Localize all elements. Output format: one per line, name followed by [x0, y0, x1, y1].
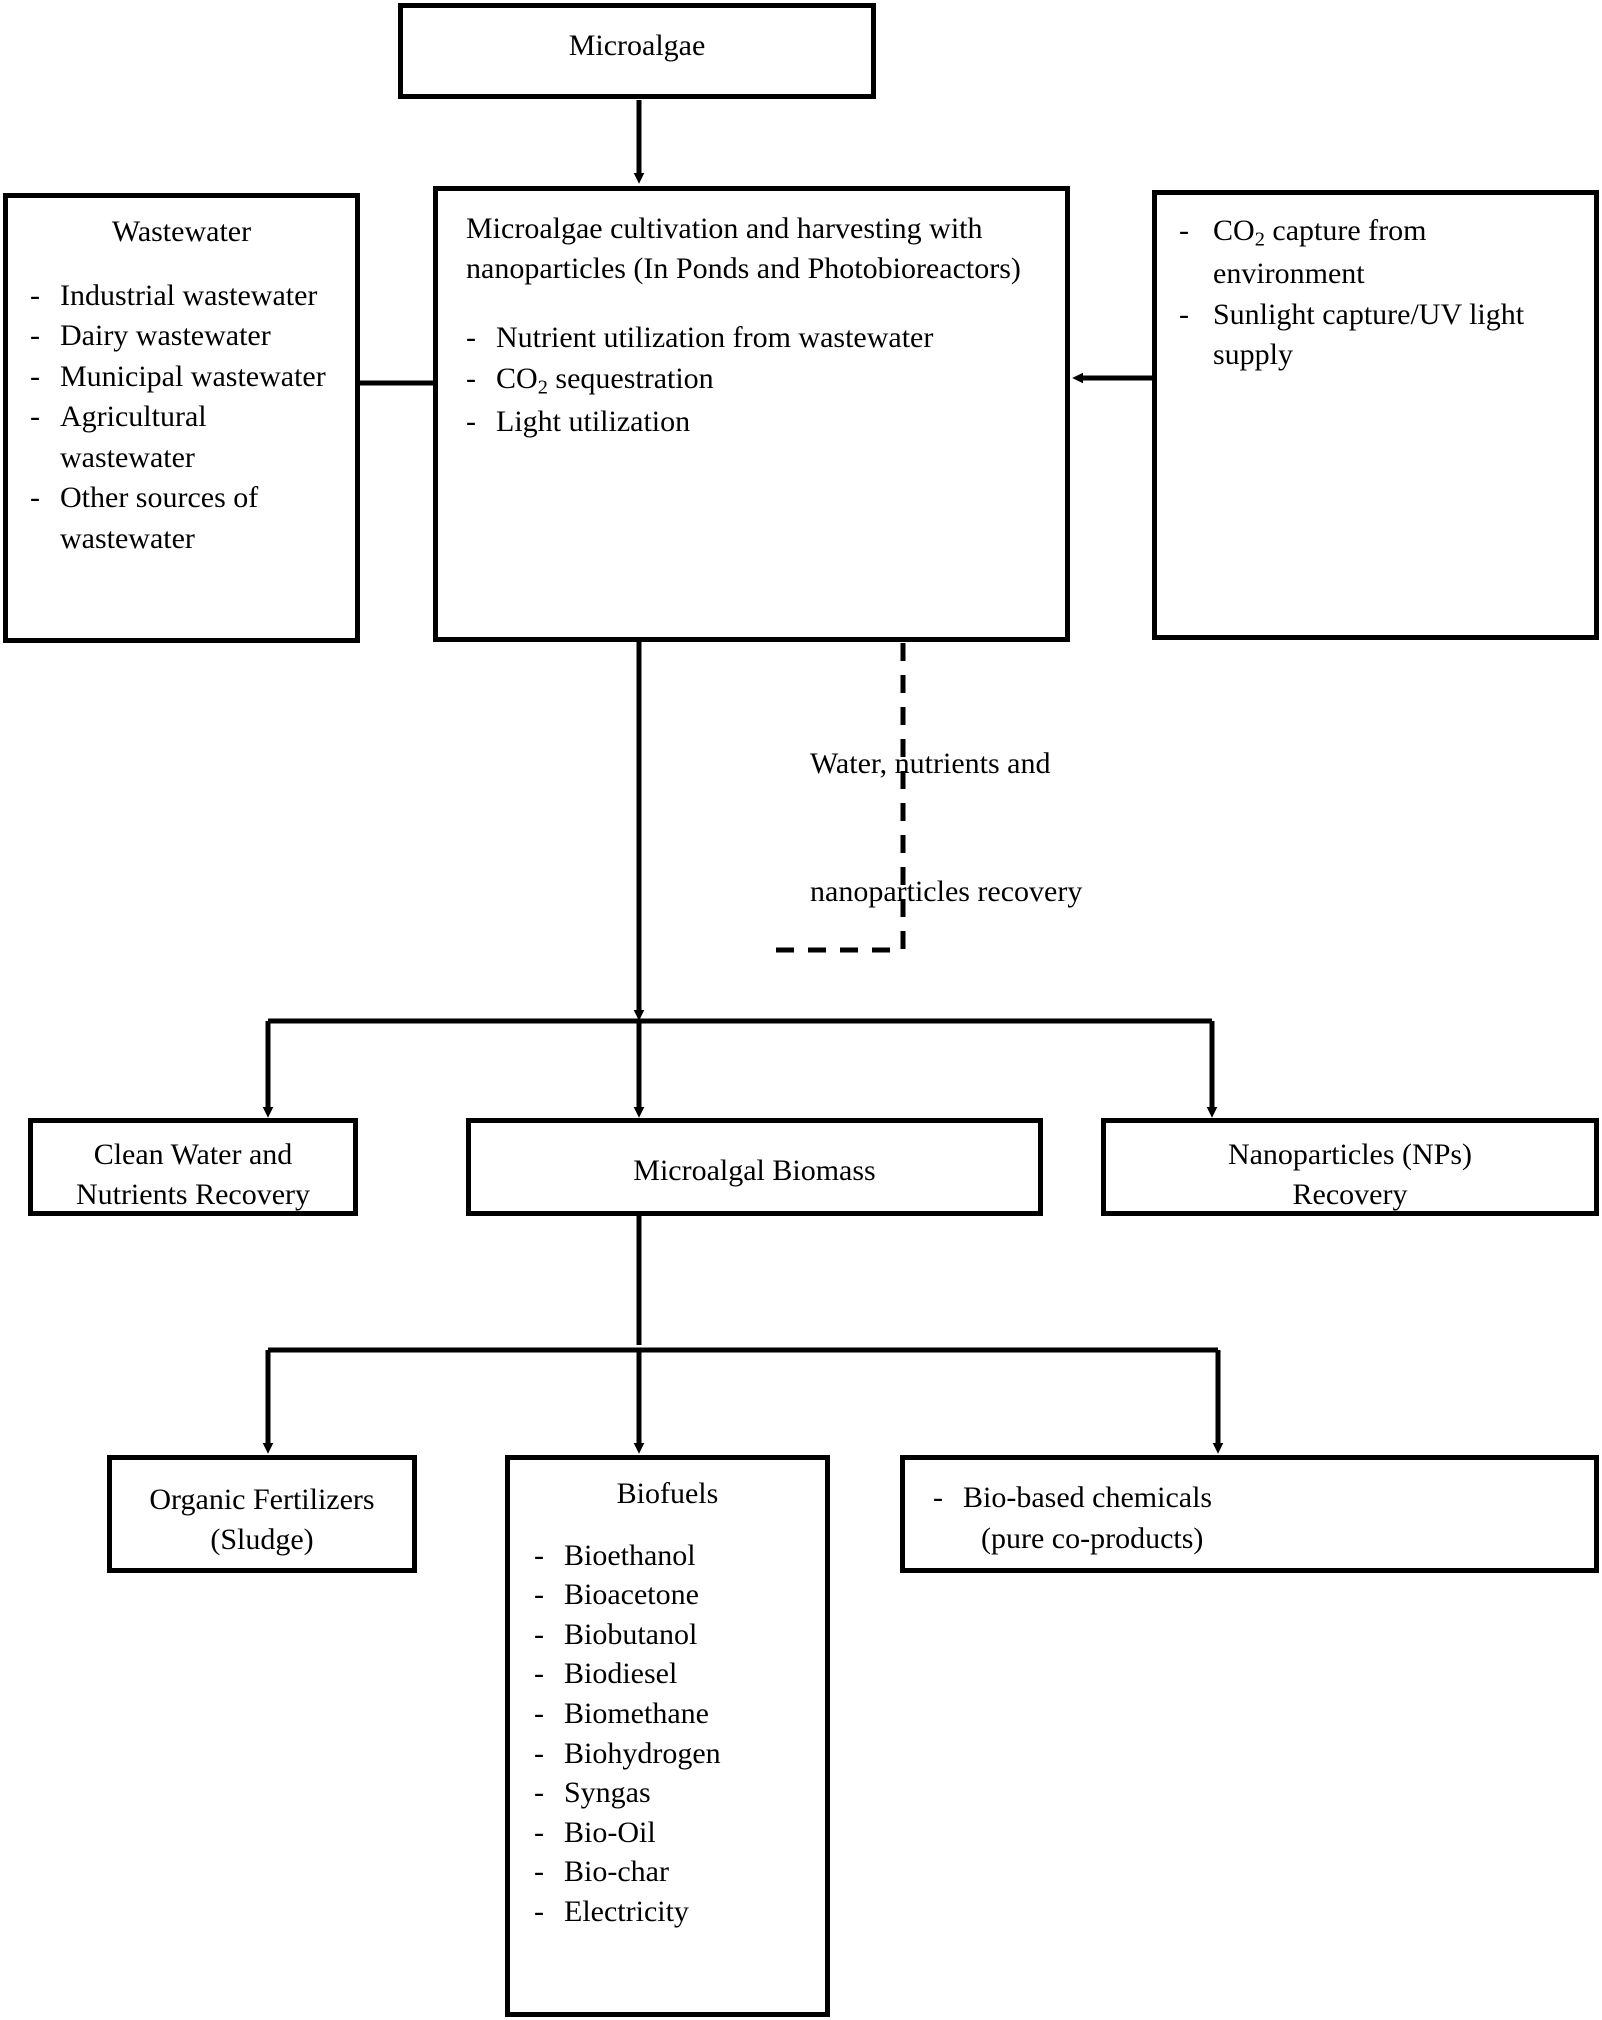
node-cultivation[interactable]: Microalgae cultivation and harvesting wi…	[433, 186, 1070, 642]
dash-bullet-icon: -	[534, 1815, 544, 1849]
biochemicals-line-1: Bio-based chemicals	[963, 1481, 1213, 1514]
list-item: -Electricity	[534, 1892, 825, 1932]
recovery-note-line-2: nanoparticles recovery	[810, 874, 1083, 908]
node-biomass-label: Microalgal Biomass	[633, 1154, 876, 1187]
dash-bullet-icon: -	[534, 1855, 544, 1889]
list-item: -Bio-char	[534, 1852, 825, 1892]
dash-bullet-icon: -	[534, 1578, 544, 1612]
inputs-list: -CO2 capture from environment-Sunlight c…	[1157, 195, 1594, 376]
list-item: -Sunlight capture/UV light supply	[1179, 295, 1578, 376]
node-biofuels[interactable]: Biofuels -Bioethanol-Bioacetone-Biobutan…	[505, 1455, 830, 2017]
list-item: -Other sources of wastewater	[30, 478, 345, 559]
dash-bullet-icon: -	[534, 1894, 544, 1928]
dash-bullet-icon: -	[30, 278, 40, 312]
dash-bullet-icon: -	[466, 321, 476, 355]
dash-bullet-icon: -	[534, 1538, 544, 1572]
biochemicals-list: -Bio-based chemicals (pure co-products)	[905, 1460, 1594, 1559]
list-item: -Light utilization	[466, 402, 1049, 443]
list-item: -Biodiesel	[534, 1654, 825, 1694]
biofuels-list: -Bioethanol-Bioacetone-Biobutanol-Biodie…	[510, 1536, 825, 1932]
node-nanoparticles[interactable]: Nanoparticles (NPs) Recovery	[1101, 1118, 1599, 1216]
dashed-recovery-path	[768, 643, 906, 953]
list-item: -CO2 capture from environment	[1179, 211, 1578, 295]
list-item: -Biomethane	[534, 1694, 825, 1734]
node-wastewater-title: Wastewater	[111, 215, 252, 248]
list-item: -Dairy wastewater	[30, 316, 345, 357]
list-item: -Bioacetone	[534, 1575, 825, 1615]
node-biochemicals[interactable]: -Bio-based chemicals (pure co-products)	[900, 1455, 1599, 1573]
biochemicals-line-2: (pure co-products)	[981, 1521, 1204, 1555]
dash-bullet-icon: -	[534, 1657, 544, 1691]
list-item: -Biobutanol	[534, 1615, 825, 1655]
list-item: -Bioethanol	[534, 1536, 825, 1576]
dash-bullet-icon: -	[534, 1736, 544, 1770]
list-item: -Bio-Oil	[534, 1813, 825, 1853]
dash-bullet-icon: -	[30, 400, 40, 434]
dash-bullet-icon: -	[534, 1696, 544, 1730]
node-cultivation-title: Microalgae cultivation and harvesting wi…	[466, 212, 1021, 285]
list-item: -Industrial wastewater	[30, 276, 345, 317]
node-fertilizers-label: Organic Fertilizers (Sludge)	[149, 1483, 375, 1556]
dash-bullet-icon: -	[30, 481, 40, 515]
node-wastewater[interactable]: Wastewater -Industrial wastewater-Dairy …	[3, 193, 360, 643]
list-item: -Biohydrogen	[534, 1734, 825, 1774]
dash-bullet-icon: -	[466, 361, 476, 395]
node-fertilizers[interactable]: Organic Fertilizers (Sludge)	[107, 1455, 417, 1573]
wastewater-list: -Industrial wastewater-Dairy wastewater-…	[8, 276, 355, 560]
list-item: -Bio-based chemicals (pure co-products)	[933, 1478, 1594, 1559]
dash-bullet-icon: -	[933, 1481, 943, 1514]
dash-bullet-icon: -	[1179, 297, 1189, 331]
list-item: -Nutrient utilization from wastewater	[466, 318, 1049, 359]
node-biofuels-title: Biofuels	[616, 1477, 719, 1510]
node-clean-water[interactable]: Clean Water and Nutrients Recovery	[28, 1118, 358, 1216]
node-microalgae-label: Microalgae	[568, 29, 706, 62]
dash-bullet-icon: -	[30, 319, 40, 353]
dash-bullet-icon: -	[1179, 214, 1189, 247]
node-clean-water-label: Clean Water and Nutrients Recovery	[75, 1138, 311, 1211]
dash-bullet-icon: -	[30, 359, 40, 393]
list-item: -Municipal wastewater	[30, 357, 345, 398]
node-nanoparticles-label: Nanoparticles (NPs) Recovery	[1227, 1138, 1473, 1211]
dash-bullet-icon: -	[534, 1617, 544, 1651]
node-microalgae[interactable]: Microalgae	[398, 3, 876, 99]
recovery-note: Water, nutrients and nanoparticles recov…	[810, 658, 1082, 999]
list-item: -Syngas	[534, 1773, 825, 1813]
cultivation-list: -Nutrient utilization from wastewater-CO…	[438, 318, 1065, 442]
node-inputs[interactable]: -CO2 capture from environment-Sunlight c…	[1152, 190, 1599, 640]
list-item: -Agricultural wastewater	[30, 397, 345, 478]
recovery-note-line-1: Water, nutrients and	[810, 747, 1051, 781]
node-biomass[interactable]: Microalgal Biomass	[466, 1118, 1043, 1216]
dash-bullet-icon: -	[466, 404, 476, 438]
dash-bullet-icon: -	[534, 1776, 544, 1810]
list-item: -CO2 sequestration	[466, 359, 1049, 402]
